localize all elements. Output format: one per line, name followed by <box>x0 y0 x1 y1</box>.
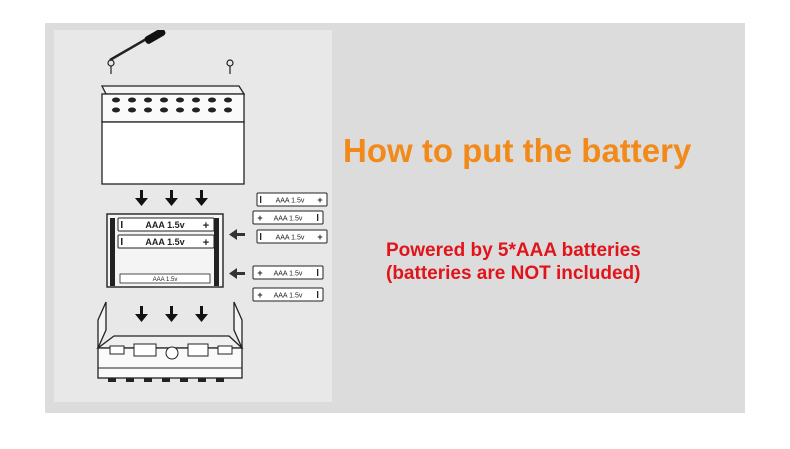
battery-label: AAA 1.5v <box>145 220 184 230</box>
page-title: How to put the battery <box>343 132 692 169</box>
power-note: Powered by 5*AAA batteries <box>386 240 641 261</box>
holder-label: AAA 1.5v <box>153 277 178 283</box>
screw-icon <box>107 59 234 74</box>
svg-text:+: + <box>257 268 262 278</box>
battery: + AAA 1.5v <box>252 287 324 302</box>
battery: AAA 1.5v + <box>256 229 328 244</box>
svg-text:+: + <box>203 220 209 232</box>
battery-label: AAA 1.5v <box>274 216 303 223</box>
battery-label: AAA 1.5v <box>276 198 305 205</box>
battery-installation-diagram: AAA 1.5v AAA 1.5v + AAA 1.5v + <box>54 28 332 402</box>
loose-batteries: AAA 1.5v + + AAA 1.5v AAA 1.5v + + AAA 1… <box>252 192 328 302</box>
battery-label: AAA 1.5v <box>274 271 303 278</box>
svg-text:+: + <box>203 237 209 249</box>
battery: + AAA 1.5v <box>252 265 324 280</box>
battery: AAA 1.5v + <box>117 217 215 232</box>
svg-text:+: + <box>317 195 322 205</box>
battery: AAA 1.5v + <box>117 234 215 249</box>
arrow-left-icon <box>229 229 245 279</box>
arrow-down-icon <box>135 306 208 322</box>
batteries-not-included-note: (batteries are NOT included) <box>386 263 641 284</box>
battery-holder: AAA 1.5v AAA 1.5v + AAA 1.5v + <box>106 213 224 288</box>
svg-text:+: + <box>257 213 262 223</box>
battery: + AAA 1.5v <box>252 210 324 225</box>
svg-text:+: + <box>317 232 322 242</box>
battery: AAA 1.5v + <box>256 192 328 207</box>
battery-label: AAA 1.5v <box>276 235 305 242</box>
svg-text:+: + <box>257 290 262 300</box>
battery-label: AAA 1.5v <box>274 293 303 300</box>
case-cover <box>100 85 246 185</box>
battery-label: AAA 1.5v <box>145 237 184 247</box>
arrow-down-icon <box>135 190 208 206</box>
screwdriver-icon <box>109 28 166 62</box>
case-base <box>96 301 244 382</box>
